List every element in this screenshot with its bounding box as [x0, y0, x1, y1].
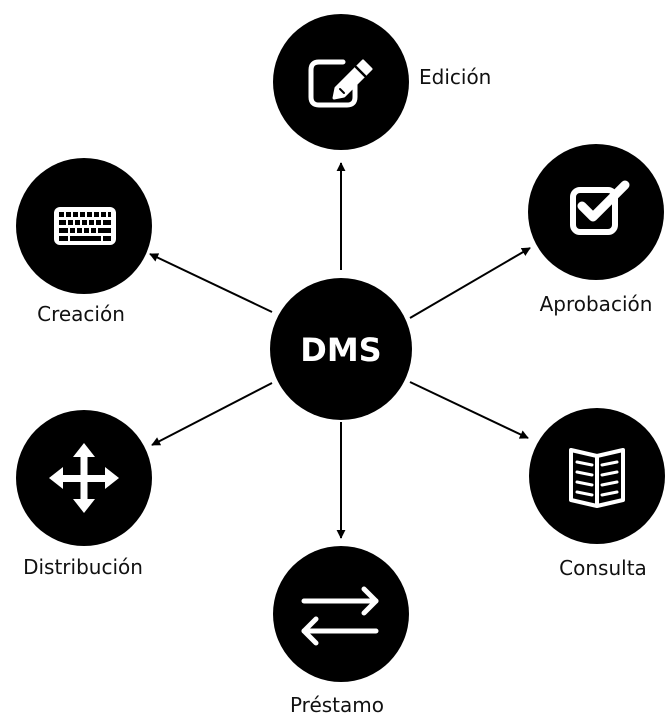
node-edicion: Edición: [273, 14, 491, 150]
connector-aprobacion: [409, 247, 531, 319]
move-arrows-icon: [49, 443, 119, 513]
swap-arrows-icon: [301, 586, 379, 646]
node-label-consulta: Consulta: [559, 556, 647, 580]
edit-square-icon: [308, 59, 373, 108]
center-label: DMS: [300, 331, 381, 369]
node-creacion: Creación: [16, 158, 152, 326]
connector-consulta: [409, 381, 529, 439]
node-aprobacion: Aprobación: [528, 144, 664, 316]
node-prestamo: Préstamo: [273, 546, 409, 715]
node-label-creacion: Creación: [37, 302, 125, 326]
node-label-prestamo: Préstamo: [290, 693, 384, 715]
node-label-edicion: Edición: [419, 65, 491, 89]
connector-creacion: [149, 253, 273, 313]
node-label-aprobacion: Aprobación: [540, 292, 653, 316]
open-book-icon: [569, 448, 625, 508]
node-label-distribucion: Distribución: [23, 555, 143, 579]
keyboard-icon: [54, 207, 116, 245]
node-distribucion: Distribución: [16, 410, 152, 579]
center-node: DMS: [270, 278, 412, 420]
node-consulta: Consulta: [529, 408, 665, 580]
connector-distribucion: [151, 382, 273, 446]
checkbox-checked-icon: [570, 180, 630, 235]
